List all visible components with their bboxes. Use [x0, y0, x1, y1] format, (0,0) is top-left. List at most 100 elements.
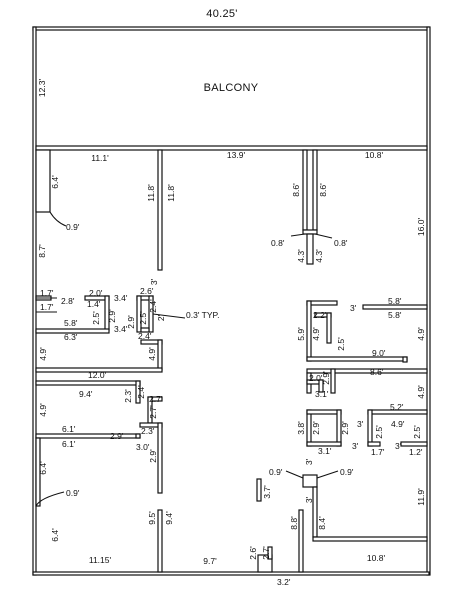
dim-label: 5.9'	[296, 327, 306, 341]
dim-label: 3.1'	[318, 446, 332, 456]
dim-label: 4.9'	[147, 347, 157, 361]
dim-label: 2.6'	[140, 286, 154, 296]
dim-label: 3'	[304, 458, 314, 465]
dim-label: 9.7'	[203, 556, 217, 566]
interior-walls	[35, 149, 428, 573]
dim-label: 13.9'	[227, 150, 246, 160]
dim-label: 0.8'	[271, 238, 285, 248]
dim-label: 6.3'	[64, 332, 78, 342]
dim-label: 4.9'	[311, 327, 321, 341]
dim-label: 2.7'	[149, 394, 163, 404]
leader-lines	[35, 211, 339, 507]
dim-label: 2.8'	[61, 296, 75, 306]
dim-label: 6.4'	[38, 461, 48, 475]
dim-label: 2.4'	[136, 385, 146, 399]
dim-label: 1.7'	[40, 302, 54, 312]
dim-label: 11.8'	[166, 184, 176, 202]
dim-label: 4.3'	[296, 249, 306, 263]
dim-label: 9.0'	[372, 348, 386, 358]
dim-label: 3.0'	[136, 442, 150, 452]
dim-label: 8.6'	[370, 367, 384, 377]
dim-label: 3.4'	[114, 293, 128, 303]
dim-label: 2.9'	[126, 315, 136, 329]
dim-label: 1.7'	[40, 288, 54, 298]
dim-label: 2.9'	[321, 371, 331, 385]
dim-label: 2.0'	[89, 288, 103, 298]
dim-label: 3.7'	[262, 485, 272, 499]
dim-label: 0.9'	[340, 467, 354, 477]
dim-label: 5.8'	[64, 318, 78, 328]
dim-label: 2.5'	[91, 311, 101, 325]
dim-label: 4.3'	[314, 249, 324, 263]
dim-label: 2.9'	[311, 421, 321, 435]
dim-label: 11.1'	[91, 153, 109, 163]
dim-label: 2.2'	[313, 310, 327, 320]
outer-walls	[32, 26, 431, 576]
dim-label: 0.9'	[269, 467, 283, 477]
dim-label: 10.8'	[365, 150, 384, 160]
dim-label: 16.0'	[416, 218, 426, 237]
dim-label: 6.4'	[50, 175, 60, 189]
dim-label: 2.3'	[141, 426, 155, 436]
dim-label: 2.4'	[138, 331, 152, 341]
typ-label: 0.3' TYP.	[186, 310, 219, 320]
dim-label: 3.1'	[315, 389, 329, 399]
dim-label: 4.9'	[416, 327, 426, 341]
dim-label: 4.9'	[38, 347, 48, 361]
dim-label: 11.15'	[89, 555, 112, 565]
dim-label: 8.8'	[289, 516, 299, 530]
dim-label: 5.2'	[390, 402, 404, 412]
dim-label: 2.6'	[248, 546, 258, 560]
dim-label: 1.7'	[371, 447, 385, 457]
dim-label: 2'	[156, 314, 166, 321]
overall-width-label: 40.25'	[206, 8, 237, 20]
dim-label: 2.9'	[148, 449, 158, 463]
dim-label: 1.2'	[409, 447, 423, 457]
dim-label: 9.4'	[79, 389, 93, 399]
dim-label: 3.2'	[277, 577, 291, 587]
dim-label: 4.9'	[416, 385, 426, 399]
dim-label: 2.9'	[107, 309, 117, 323]
dim-label: 5.8'	[388, 310, 402, 320]
dim-label: 2.4'	[148, 299, 158, 313]
dim-label: 2.9'	[340, 421, 350, 435]
dim-label: 3.8'	[296, 421, 306, 435]
dim-label: 4.9'	[38, 403, 48, 417]
dim-label: 2.7'	[261, 546, 271, 560]
dim-label: 11.8'	[146, 184, 156, 202]
dim-label: 8.7'	[37, 244, 47, 258]
dim-label: 2.5'	[336, 337, 346, 351]
dim-label: 2.5'	[412, 425, 422, 439]
dimension-labels: 11.1' 13.9' 10.8' 6.4' 11.8' 11.8' 8.6' …	[37, 150, 426, 587]
dim-label: 2.9'	[110, 431, 124, 441]
dim-label: 8.6'	[291, 183, 301, 197]
dim-label: 4.9'	[391, 419, 405, 429]
dim-label: 2.3'	[123, 389, 133, 403]
dim-label: 3'	[350, 303, 357, 313]
dim-label: 12.0'	[88, 370, 107, 380]
dim-label: 11.9'	[416, 488, 426, 506]
dim-label: 3'	[395, 441, 402, 451]
dim-label: 1.4'	[87, 299, 101, 309]
dim-label: 0.9'	[66, 222, 80, 232]
dim-label: 6.1'	[62, 439, 76, 449]
balcony-wall	[35, 145, 428, 151]
dim-label: 3'	[357, 419, 364, 429]
dim-label: 0.9'	[66, 488, 80, 498]
balcony-depth-label: 12.3'	[37, 79, 47, 98]
dim-label: 2.5'	[374, 425, 384, 439]
dim-label: 9.4'	[164, 511, 174, 525]
balcony-label: BALCONY	[204, 82, 259, 94]
dim-label: 9.5'	[147, 511, 157, 525]
dim-label: 5.8'	[388, 296, 402, 306]
dim-label: 2.5'	[138, 311, 148, 325]
dim-label: 3.4'	[114, 324, 128, 334]
dim-label: 10.8'	[367, 553, 386, 563]
dim-label: 0.8'	[334, 238, 348, 248]
dim-label: 3'	[304, 496, 314, 503]
dim-label: 6.4'	[50, 528, 60, 542]
dim-label: 3'	[352, 441, 359, 451]
dim-label: 8.6'	[318, 183, 328, 197]
dim-label: 6.1'	[62, 424, 76, 434]
